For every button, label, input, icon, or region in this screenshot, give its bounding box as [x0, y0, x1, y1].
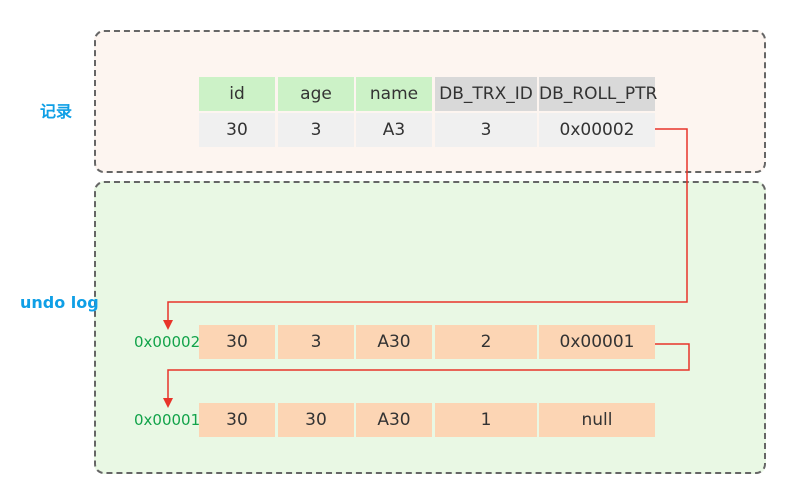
record-cell-age: 3: [278, 113, 354, 147]
undo1-cell-age: 3: [278, 325, 354, 359]
arrowhead-undo1: [163, 320, 173, 330]
undo2-cell-id: 30: [199, 403, 275, 437]
undo-address-1: 0x00002: [134, 333, 201, 351]
undo1-cell-name: A30: [356, 325, 432, 359]
record-cell-db-trx-id: 3: [435, 113, 537, 147]
undo2-cell-db-trx-id: 1: [435, 403, 537, 437]
header-db-trx-id: DB_TRX_ID: [435, 77, 537, 111]
undo1-cell-db-roll-ptr: 0x00001: [539, 325, 655, 359]
roll-pointer-undo1-to-undo2: [167, 343, 690, 400]
undo2-cell-name: A30: [356, 403, 432, 437]
record-cell-name: A3: [356, 113, 432, 147]
undo2-cell-age: 30: [278, 403, 354, 437]
undo2-cell-db-roll-ptr: null: [539, 403, 655, 437]
undo1-cell-id: 30: [199, 325, 275, 359]
undo-address-2: 0x00001: [134, 411, 201, 429]
roll-pointer-record-to-undo1: [167, 128, 688, 322]
record-cell-db-roll-ptr: 0x00002: [539, 113, 655, 147]
header-name: name: [356, 77, 432, 111]
arrowhead-undo2: [163, 398, 173, 408]
record-cell-id: 30: [199, 113, 275, 147]
header-id: id: [199, 77, 275, 111]
undo-log-label: undo log: [20, 293, 99, 312]
header-db-roll-ptr: DB_ROLL_PTR: [539, 77, 657, 111]
record-label: 记录: [40, 102, 73, 121]
header-age: age: [278, 77, 354, 111]
undo1-cell-db-trx-id: 2: [435, 325, 537, 359]
